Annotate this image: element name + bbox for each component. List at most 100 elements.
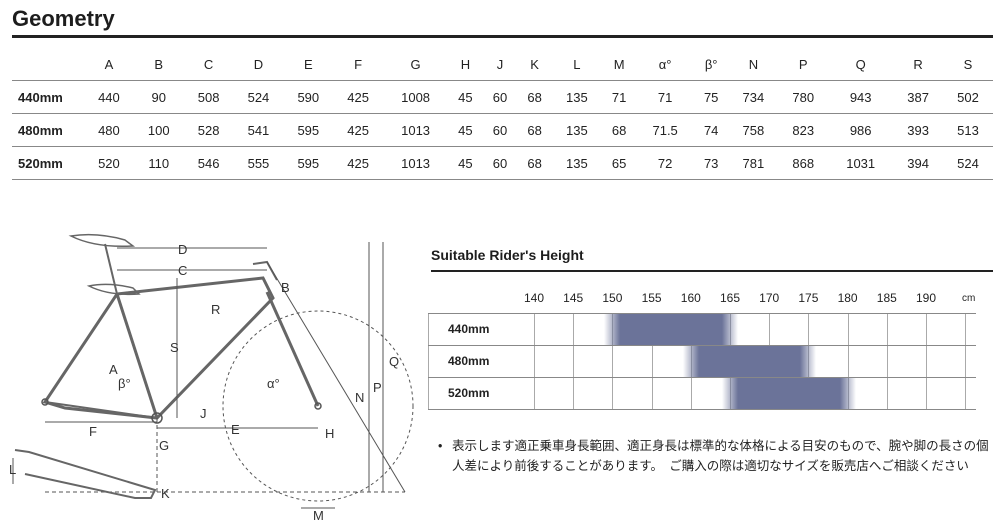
geometry-cell: 781 (728, 146, 779, 180)
label-f: F (89, 424, 97, 439)
label-d: D (178, 242, 187, 257)
tick-label: 140 (523, 291, 545, 305)
label-a: A (109, 362, 118, 377)
column-header: Q (855, 56, 866, 72)
label-h: H (325, 426, 334, 441)
geometry-cell: 60 (482, 80, 518, 114)
geometry-cell: 986 (828, 113, 894, 147)
geometry-cell: 541 (233, 113, 284, 147)
column-header: H (460, 56, 471, 72)
tick-label: 150 (602, 291, 623, 305)
geometry-cell: 60 (482, 113, 518, 147)
geometry-cell: 595 (283, 146, 334, 180)
label-s: S (170, 340, 179, 355)
geometry-cell: 71.5 (636, 113, 694, 147)
front-wheel (222, 310, 414, 502)
tick-label: 170 (759, 291, 780, 305)
tick-label: 165 (719, 291, 741, 305)
grid-hline (428, 345, 976, 346)
geometry-cell: 1013 (383, 113, 449, 147)
crank-detail (14, 449, 157, 499)
geometry-cell: 524 (943, 146, 993, 180)
grid-vline (612, 313, 614, 409)
geometry-cell: 100 (133, 113, 184, 147)
column-header: F (354, 56, 363, 72)
geometry-cell: 135 (551, 80, 602, 114)
saddle-low (86, 283, 141, 296)
geometry-cell: 393 (893, 113, 944, 147)
grid-vline (886, 313, 888, 409)
tick-label: 145 (563, 291, 584, 305)
geometry-cell: 135 (551, 146, 602, 180)
geometry-cell: 528 (183, 113, 234, 147)
geometry-cell: 480 (84, 113, 134, 147)
grid-vline (847, 313, 849, 409)
geometry-cell: 1031 (828, 146, 894, 180)
geometry-cell: 394 (893, 146, 944, 180)
column-header: J (496, 56, 504, 72)
geometry-cell: 110 (133, 146, 184, 180)
geometry-cell: 943 (828, 80, 894, 114)
geometry-cell: 74 (693, 113, 729, 147)
geometry-cell: 524 (233, 80, 284, 114)
geometry-cell: 68 (517, 146, 552, 180)
size-note: • 表示します適正乗車身長範囲、適正身長は標準的な体格による目安のもので、腕や脚… (438, 436, 992, 476)
geometry-cell: 73 (693, 146, 729, 180)
label-q: Q (389, 354, 399, 369)
label-alpha: α° (267, 376, 280, 391)
column-header: β° (704, 56, 718, 72)
label-c: C (178, 263, 187, 278)
column-header: N (748, 56, 759, 72)
geometry-cell: 425 (333, 80, 384, 114)
geometry-cell: 68 (517, 113, 552, 147)
column-header: C (203, 56, 214, 72)
label-p: P (373, 380, 382, 395)
row-size-label: 480mm (12, 113, 84, 147)
tick-label: 180 (837, 291, 858, 305)
seatpost-high (104, 243, 118, 295)
label-n: N (355, 390, 364, 405)
geometry-cell: 75 (693, 80, 729, 114)
geometry-cell: 65 (601, 146, 637, 180)
geometry-cell: 520 (84, 146, 134, 180)
geometry-cell: 780 (778, 80, 829, 114)
geometry-cell: 45 (448, 80, 483, 114)
geometry-cell: 590 (283, 80, 334, 114)
geometry-cell: 758 (728, 113, 779, 147)
column-header: B (154, 56, 164, 72)
geometry-cell: 508 (183, 80, 234, 114)
geometry-cell: 1013 (383, 146, 449, 180)
grid-vline (965, 313, 967, 409)
geometry-cell: 513 (943, 113, 993, 147)
geometry-cell: 425 (333, 113, 384, 147)
column-header: E (303, 56, 313, 72)
note-text: 表示します適正乗車身長範囲、適正身長は標準的な体格による目安のもので、腕や脚の長… (452, 439, 989, 473)
grid-vline (573, 313, 575, 409)
page-title: Geometry (12, 6, 115, 31)
column-header: P (798, 56, 808, 72)
label-e: E (231, 422, 240, 437)
rider-height-rule (431, 270, 993, 272)
geometry-cell: 72 (636, 146, 694, 180)
geometry-cell: 71 (636, 80, 694, 114)
row-size-label: 440mm (12, 80, 84, 114)
column-header: R (913, 56, 923, 72)
geometry-cell: 555 (233, 146, 284, 180)
rider-size-label: 520mm (448, 386, 490, 400)
grid-vline (651, 313, 653, 409)
label-l: L (9, 462, 16, 477)
fork (265, 291, 320, 407)
geometry-cell: 135 (551, 113, 602, 147)
geometry-cell: 823 (778, 113, 829, 147)
geometry-cell: 68 (601, 113, 637, 147)
geometry-cell: 734 (728, 80, 779, 114)
size-header (12, 48, 84, 81)
rider-size-label: 440mm (448, 322, 490, 336)
rider-height-unit: cm (962, 293, 976, 304)
column-header: L (573, 56, 581, 72)
